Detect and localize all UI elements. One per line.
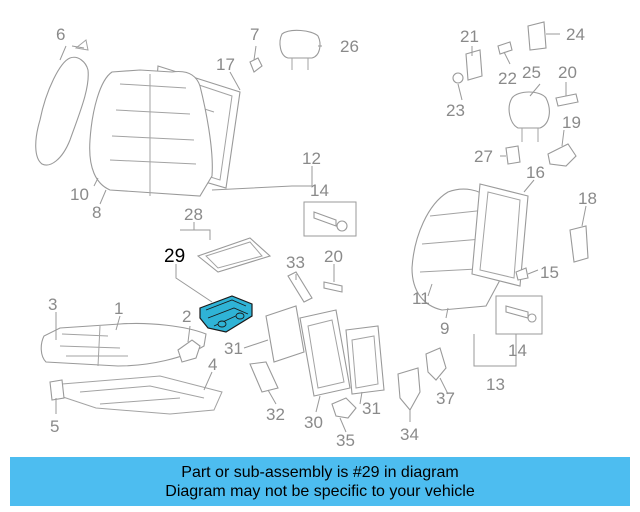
bolt-27 [505,145,521,165]
bolt-20-center [323,281,343,293]
leader-lines [55,33,587,433]
bracket-2 [177,339,201,363]
callout-15: 15 [540,263,559,282]
callout-2: 2 [182,307,191,326]
clip-15 [515,267,529,281]
callout-6: 6 [56,25,65,44]
callout-3: 3 [48,295,57,314]
side-trim-panel [35,39,89,166]
headrest-26 [279,29,321,70]
callout-labels: 6 7 17 26 10 8 12 14 28 29 33 20 3 1 2 4… [48,25,597,450]
callout-7: 7 [250,25,259,44]
parts-diagram: 6 7 17 26 10 8 12 14 28 29 33 20 3 1 2 4… [35,21,597,450]
callout-10: 10 [70,185,89,204]
bolt-right [505,305,537,323]
callout-17: 16 [526,163,545,182]
armrest-frame-30 [299,309,351,397]
callout-1: 1 [114,299,123,318]
callout-9: 9 [440,319,449,338]
bracket-35 [397,367,421,411]
callout-11: 11 [412,289,430,308]
cover-36 [331,397,357,419]
bracket-37 [425,347,447,381]
callout-25: 25 [522,63,541,82]
callout-37: 37 [436,389,455,408]
pad-28 [196,237,272,273]
callout-28: 28 [184,205,203,224]
latch-21 [465,49,483,81]
clip-7 [249,57,263,73]
highlighted-part-29 [199,295,253,333]
bezel-33 [249,361,279,393]
callout-5: 5 [50,417,59,436]
callout-8: 8 [92,203,101,222]
seat-back-frame-right [471,183,529,287]
callout-box-14-center [303,201,357,237]
cover-24 [527,21,547,51]
seat-frame [59,375,223,415]
callout-14-right: 14 [508,341,527,360]
callout-34: 33 [286,253,305,272]
strip-34 [287,271,313,303]
callout-box-14-right [495,295,543,335]
callout-24: 24 [566,25,585,44]
banner-line-2: Diagram may not be specific to your vehi… [165,482,475,500]
callout-20-right: 20 [558,63,577,82]
hinge-18 [569,225,589,263]
banner-line-1: Part or sub-assembly is #29 in diagram [181,463,459,481]
callout-18: 18 [578,189,597,208]
callout-26: 26 [340,37,359,56]
callout-33: 32 [266,405,285,424]
callout-13: 13 [486,375,505,394]
callout-29-highlighted: 29 [164,246,185,267]
callout-19: 19 [562,113,581,132]
headrest-25 [508,91,550,142]
bracket-19 [547,143,577,167]
callout-21: 21 [460,27,479,46]
part-5 [49,379,65,401]
callout-27: 27 [474,147,493,166]
info-banner: Part or sub-assembly is #29 in diagram D… [10,457,630,506]
cover-32 [345,325,385,395]
callout-35: 34 [400,425,419,444]
callout-20-center: 20 [324,247,343,266]
callout-22: 22 [498,69,517,88]
callout-12: 12 [302,149,321,168]
washer-23 [452,72,464,84]
callout-16: 17 [216,55,235,74]
callout-14-center: 14 [310,181,329,200]
seat-back-cushion [89,69,213,197]
bolt-22 [497,41,513,55]
callout-36: 35 [336,431,355,450]
callout-4: 4 [208,355,217,374]
callout-30: 30 [304,413,323,432]
armrest-panel-31 [265,305,305,363]
callout-31: 31 [224,339,243,358]
callout-23: 23 [446,101,465,120]
callout-32: 31 [362,399,381,418]
bolt-center [313,211,348,232]
bolt-20-right [555,93,579,107]
